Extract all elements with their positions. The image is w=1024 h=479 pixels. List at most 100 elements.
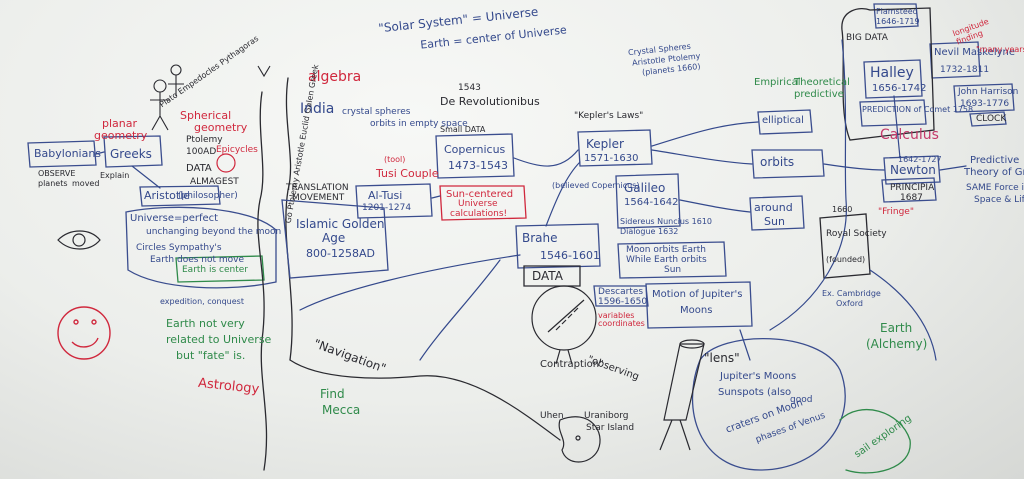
tusi-years-label: 1201-1274	[362, 203, 412, 213]
bubble-sailing	[839, 408, 911, 474]
line-galileo-aroundsun	[679, 199, 751, 213]
line-lens-jupiter	[739, 329, 751, 361]
many-years-label: "many years"	[976, 45, 1024, 54]
year-1660-label: 1660	[832, 205, 853, 214]
box-brahe	[515, 223, 601, 269]
sphere-sketch	[216, 153, 236, 173]
flamsteed-years-label: 1646-1719	[876, 17, 920, 26]
copernicus-label: Copernicus	[444, 143, 506, 156]
big-data-label: BIG DATA	[846, 33, 888, 43]
box-galileo	[615, 173, 681, 229]
explain-label: Explain	[100, 171, 130, 180]
islamic-label: Islamic Golden	[296, 217, 385, 231]
al-tusi-label: Al-Tusi	[368, 189, 403, 202]
box-harrison	[953, 83, 1015, 113]
stick-figures-sketch	[150, 64, 184, 131]
spherical-label: Spherical	[180, 109, 232, 122]
moon-orbits-label: Moon orbits Earth	[626, 245, 706, 255]
boundary-india	[257, 91, 268, 471]
descartes-years-label: 1596-1650	[598, 297, 648, 307]
box-al-tusi	[355, 183, 433, 219]
data-label-greek: DATA	[186, 163, 212, 174]
empirical-label: Empirical	[754, 77, 801, 88]
box-halley	[863, 59, 923, 99]
aristotle-label: Aristotle	[144, 189, 191, 202]
galileo-label: Galileo	[624, 181, 666, 195]
newton-years-label: 1642-1727	[898, 155, 942, 164]
keplers-laws-label: "Kepler's Laws"	[574, 111, 644, 121]
related-label: related to Universe	[166, 333, 272, 346]
line-tusi-copernicus	[431, 195, 441, 199]
line-halley-newton	[893, 95, 901, 159]
year-1543-label: 1543	[458, 83, 481, 93]
while-earth-label: While Earth orbits	[626, 255, 707, 265]
telescope-sketch	[659, 339, 705, 451]
box-royal-society	[819, 213, 871, 279]
harrison-years-label: 1693-1776	[960, 99, 1010, 109]
alchemy-label: (Alchemy)	[866, 337, 928, 351]
halley-label: Halley	[870, 65, 914, 81]
algebra-label: algebra	[308, 69, 362, 85]
crystal-spheres-label: crystal spheres	[342, 107, 411, 117]
line-big-curve	[419, 259, 501, 361]
planets-label: planets	[38, 179, 68, 188]
box-principia	[881, 177, 937, 203]
moved-label: moved	[72, 179, 100, 188]
year-100-label: 100AD	[186, 147, 217, 157]
earth-not-move-label: Earth does not move	[150, 255, 245, 265]
india-label: India	[300, 101, 335, 117]
tool-label: (tool)	[384, 155, 406, 164]
line-copernicus-kepler	[513, 149, 579, 167]
moons-label: Moons	[680, 305, 713, 316]
box-descartes	[593, 285, 649, 307]
newton-label: Newton	[890, 163, 936, 177]
contraption-sketch	[531, 285, 597, 365]
jupiters-moons-label: Jupiter's Moons	[720, 371, 797, 382]
islamic-years-label: 800-1258AD	[306, 247, 375, 260]
uhen-label: Uhen	[540, 411, 564, 421]
box-flamsteed	[873, 3, 919, 29]
box-around-sun	[749, 195, 805, 231]
box-universe	[125, 206, 277, 289]
box-elliptical	[757, 109, 813, 135]
good-label: good	[790, 395, 813, 405]
line-big-left	[299, 254, 521, 311]
predictive-theory-label: Predictive	[970, 155, 1020, 166]
find-label: Find	[320, 387, 345, 401]
box-kepler	[577, 129, 653, 167]
line-babylon-greeks	[95, 151, 105, 155]
box-orbits	[751, 149, 825, 179]
head-sketch	[558, 416, 601, 463]
earth-not-very-label: Earth not very	[166, 317, 245, 330]
age-label: Age	[322, 231, 346, 245]
box-aristotle	[139, 185, 221, 207]
calculus-label: Calculus	[880, 127, 939, 143]
line-brahe-kepler	[545, 161, 581, 227]
but-fate-label: but "fate" is.	[176, 349, 246, 362]
sun-label-galileo: Sun	[664, 265, 682, 275]
theory-of-gravity-label: Theory of Gravity	[964, 167, 1024, 178]
sun-centered-label: Sun-centered	[446, 189, 514, 200]
line-orbits-newton	[823, 163, 885, 171]
earth-alchemy-label: Earth	[880, 321, 913, 335]
uraniborg-label: Uraniborg	[584, 411, 629, 421]
space-life-label: Space & Life	[974, 195, 1024, 205]
maskelyne-years-label: 1732-1811	[940, 65, 990, 75]
ptolemy-label: Ptolemy	[186, 135, 223, 145]
founded-label: (founded)	[826, 255, 866, 264]
kepler-years-label: 1571-1630	[584, 153, 639, 164]
dialogue-label: Dialogue 1632	[620, 227, 679, 236]
orbits-empty-label: orbits in empty space	[370, 119, 468, 129]
oxford-label: Oxford	[836, 299, 863, 308]
brahe-label: Brahe	[522, 231, 558, 245]
line-kepler-orbits	[651, 149, 753, 165]
line-royal-curve	[869, 269, 937, 361]
boundary-india-2	[285, 77, 293, 361]
box-clock	[969, 111, 1007, 127]
box-earth-center	[175, 255, 265, 283]
principia-label: PRINCIPIA	[890, 183, 935, 193]
brahe-data-label: DATA	[532, 269, 563, 283]
box-greeks	[103, 135, 163, 168]
line-kepler-elliptical	[651, 121, 759, 147]
